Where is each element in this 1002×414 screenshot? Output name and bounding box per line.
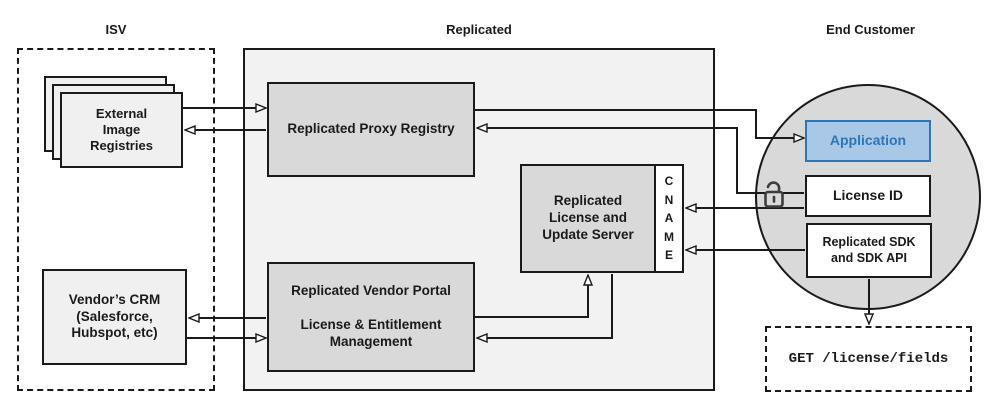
replicated-sdk-label: Replicated SDK and SDK API [822,234,916,265]
cname-letter: N [664,192,674,207]
application-label: Application [829,132,907,149]
license-update-server-node: Replicated License and Update Server [520,164,656,273]
vendor-crm-node: Vendor’s CRM (Salesforce, Hubspot, etc) [42,269,187,365]
arrow-portal-to-server [475,276,588,318]
arrow-server-to-portal [478,274,613,338]
cname-letter: C [664,174,674,189]
license-id-node: License ID [805,175,931,217]
proxy-registry-label: Replicated Proxy Registry [287,121,455,137]
cname-letter: E [664,248,673,263]
get-license-fields-label: GET /license/fields [788,351,949,367]
external-image-registries-node: External Image Registries [60,92,183,168]
cname-strip: C N A M E [654,164,684,273]
external-image-registries-label: External Image Registries [90,105,153,154]
cname-letter: A [664,211,674,226]
end-customer-section-label: End Customer [826,22,915,37]
cname-letter: M [664,229,674,244]
application-node: Application [805,120,931,162]
unlock-icon [764,181,784,208]
vendor-crm-label: Vendor’s CRM (Salesforce, Hubspot, etc) [68,291,161,341]
arrow-proxy-to-application [475,109,803,138]
replicated-sdk-node: Replicated SDK and SDK API [806,223,932,278]
replicated-section-label: Replicated [446,22,512,37]
license-update-server-label: Replicated License and Update Server [542,193,634,242]
isv-section-label: ISV [105,22,127,37]
get-license-fields-node: GET /license/fields [765,326,972,392]
vendor-portal-label: Replicated Vendor Portal License & Entit… [291,283,451,349]
license-id-label: License ID [832,187,904,204]
vendor-portal-node: Replicated Vendor Portal License & Entit… [267,262,475,372]
proxy-registry-node: Replicated Proxy Registry [267,82,475,177]
